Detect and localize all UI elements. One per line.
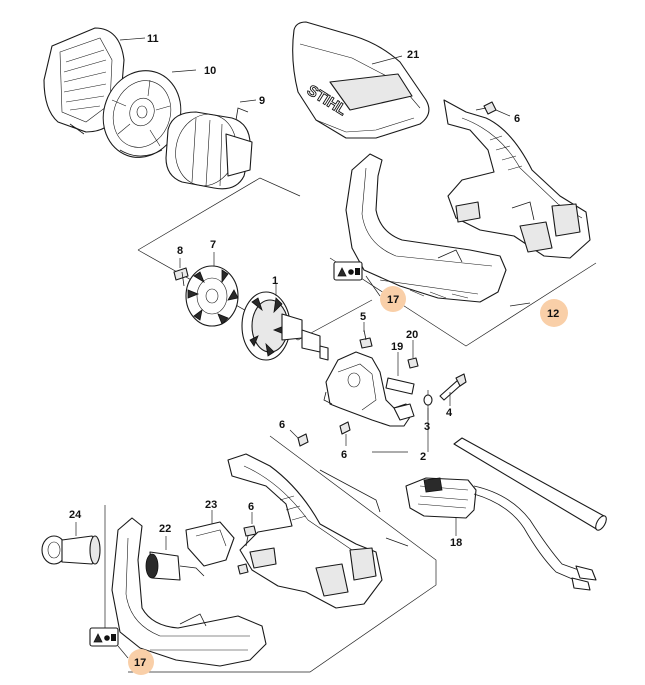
screw-part-6-mid [339,421,351,446]
label-21: 21 [407,49,419,61]
light-socket-part-22 [145,536,205,581]
highlight-12 [540,299,568,327]
highlight-17-lower [128,649,154,675]
washer-part-3 [423,394,433,420]
label-17-upper: 17 [387,294,399,306]
fan-housing [165,99,257,190]
switch-assembly [405,477,597,591]
label-24: 24 [69,509,82,521]
label-7: 7 [210,239,216,251]
label-19: 19 [391,341,403,353]
fan-impeller-disc [102,69,197,158]
screw-part-6-upper [475,101,511,117]
label-11: 11 [147,33,159,45]
label-3: 3 [424,421,430,433]
drive-shaft-rod [453,437,607,531]
label-9: 9 [259,95,265,107]
gear-housing [323,351,415,427]
label-6-lower: 6 [248,501,254,513]
group-bracket-lower [104,390,437,673]
label-2: 2 [420,451,426,463]
screw-part-20 [407,340,419,369]
bolt-part-4 [439,373,467,406]
label-10: 10 [204,65,216,77]
screw-part-6-left [289,429,309,447]
handle-housing-upper [345,99,591,303]
label-12: 12 [547,308,559,320]
warning-decal-upper [333,261,363,281]
handle-half-lower-left [111,517,267,667]
label-8: 8 [177,245,183,257]
handle-housing-lower [227,453,409,609]
label-6-left: 6 [279,419,285,431]
label-6-upper: 6 [514,113,520,125]
clip-part-19 [385,352,415,395]
label-18: 18 [450,537,462,549]
label-17-lower: 17 [134,657,146,669]
fan-wheel [185,252,239,327]
label-6-mid: 6 [341,449,347,461]
screw-part-8 [173,258,189,287]
ring-adapter-part-24 [41,522,101,565]
warning-decal-lower [89,627,119,647]
label-23: 23 [205,499,217,511]
label-1: 1 [272,275,278,287]
label-20: 20 [406,329,418,341]
label-4: 4 [446,407,453,419]
label-5: 5 [360,311,366,323]
screw-part-6-lower [237,512,257,575]
label-22: 22 [159,523,171,535]
top-cover: STIHL [292,21,430,139]
screw-part-5 [359,322,373,349]
bracket-part-23 [185,510,235,567]
highlight-17-upper [380,286,406,312]
motor-armature [241,284,329,361]
